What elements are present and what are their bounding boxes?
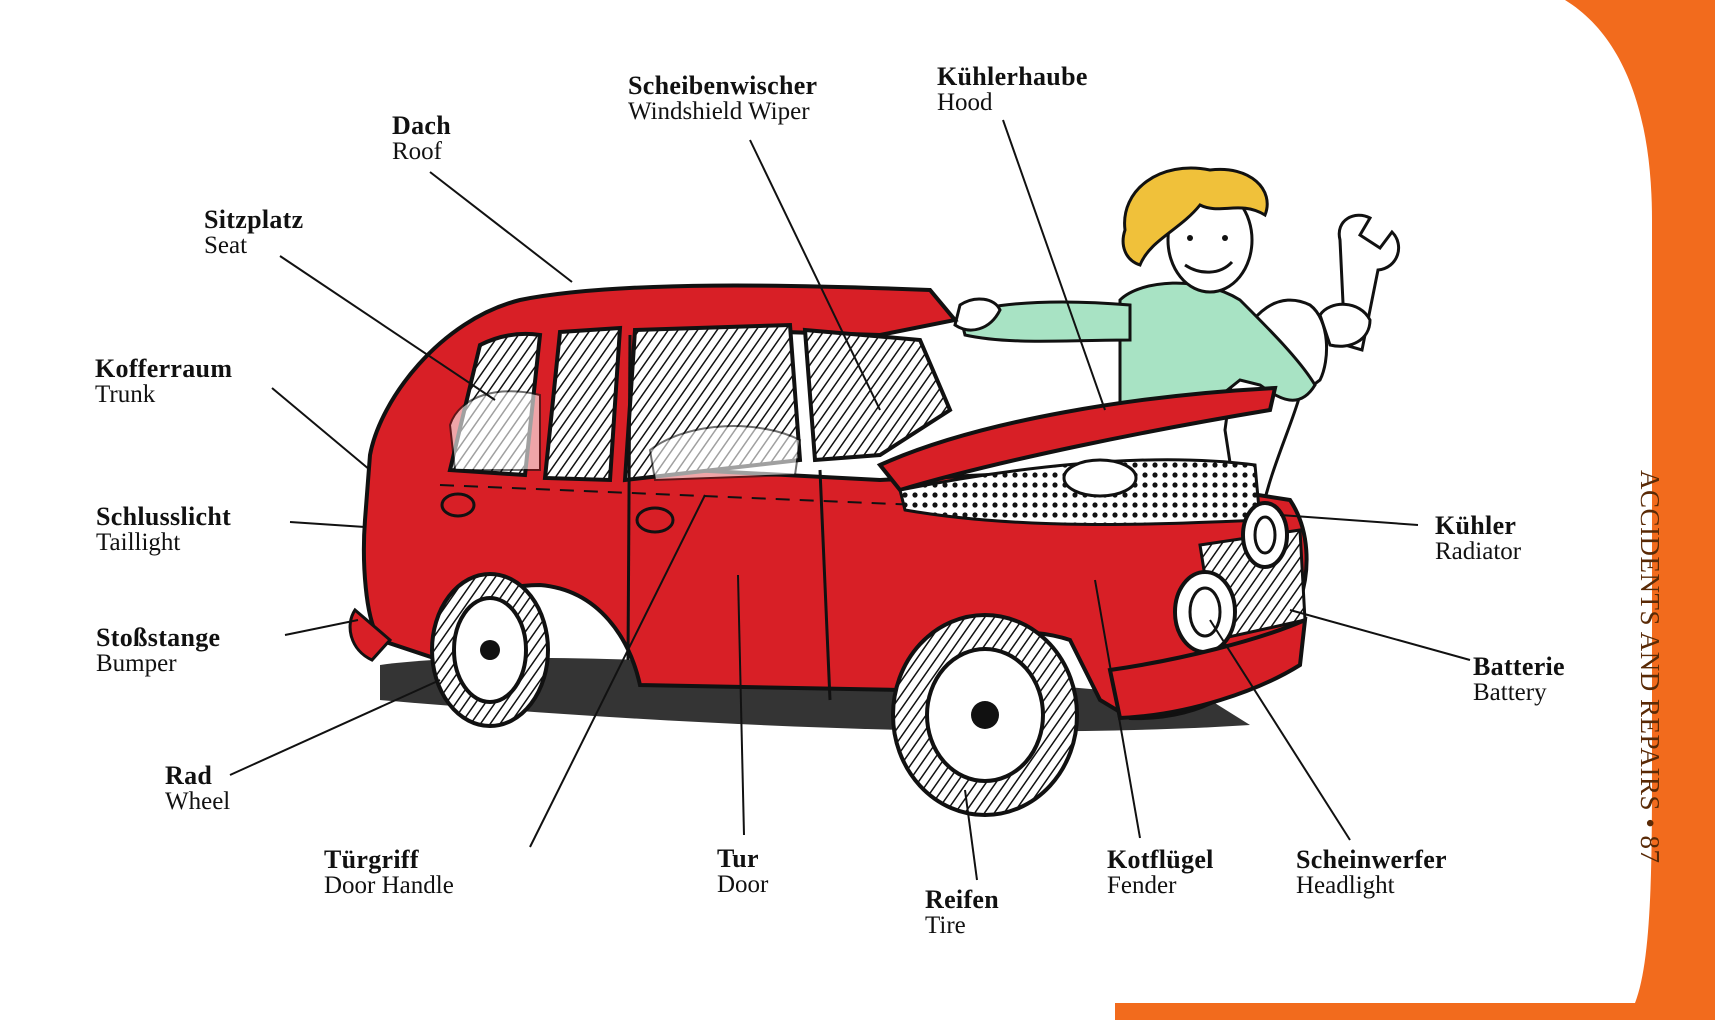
red-car: [348, 283, 1309, 817]
label-en: Trunk: [95, 381, 156, 409]
label-kuehler: Kühler Radiator: [1435, 512, 1521, 566]
rear-wheel: [430, 572, 550, 728]
label-rad: Rad Wheel: [165, 762, 230, 816]
front-wheel: [891, 613, 1079, 817]
label-de: Kotflügel: [1107, 845, 1214, 874]
label-en: Seat: [204, 232, 248, 260]
label-dach: Dach Roof: [392, 112, 451, 166]
label-scheibenwischer: Scheibenwischer Windshield Wiper: [628, 72, 817, 126]
label-en: Taillight: [96, 529, 181, 557]
label-de: Stoßstange: [96, 623, 221, 652]
label-en: Tire: [925, 912, 966, 940]
label-schlusslicht: Schlusslicht Taillight: [96, 503, 231, 557]
side-running-header: ACCIDENTS AND REPAIRS • 87: [1635, 470, 1665, 864]
label-en: Fender: [1107, 872, 1177, 900]
label-en: Door Handle: [324, 872, 454, 900]
leader-lines: [229, 119, 1471, 881]
label-de: Tur: [717, 844, 759, 873]
label-de: Batterie: [1473, 652, 1565, 681]
label-de: Kühler: [1435, 511, 1517, 540]
label-en: Headlight: [1296, 872, 1395, 900]
label-de: Kofferraum: [95, 354, 233, 383]
label-reifen: Reifen Tire: [925, 886, 999, 940]
label-kuehlerhaube: Kühlerhaube Hood: [937, 63, 1088, 117]
label-en: Roof: [392, 138, 442, 166]
label-de: Rad: [165, 761, 213, 790]
label-scheinwerfer: Scheinwerfer Headlight: [1296, 846, 1447, 900]
label-de: Sitzplatz: [204, 205, 304, 234]
label-sitzplatz: Sitzplatz Seat: [204, 206, 303, 260]
label-en: Battery: [1473, 679, 1547, 707]
label-stossstange: Stoßstange Bumper: [96, 624, 220, 678]
label-de: Schlusslicht: [96, 502, 232, 531]
label-de: Scheinwerfer: [1296, 845, 1447, 874]
label-en: Hood: [937, 89, 993, 117]
label-tuergriff: Türgriff Door Handle: [324, 846, 454, 900]
label-de: Dach: [392, 111, 451, 140]
label-en: Windshield Wiper: [628, 98, 810, 126]
label-en: Wheel: [165, 788, 231, 816]
label-en: Bumper: [96, 650, 177, 678]
label-tur: Tur Door: [717, 845, 768, 899]
label-de: Türgriff: [324, 845, 419, 874]
label-batterie: Batterie Battery: [1473, 653, 1565, 707]
label-kotfluegel: Kotflügel Fender: [1107, 846, 1214, 900]
label-kofferraum: Kofferraum Trunk: [95, 355, 232, 409]
label-en: Radiator: [1435, 538, 1522, 566]
label-de: Kühlerhaube: [937, 62, 1088, 91]
label-de: Reifen: [925, 885, 999, 914]
label-de: Scheibenwischer: [628, 71, 818, 100]
label-en: Door: [717, 871, 769, 899]
